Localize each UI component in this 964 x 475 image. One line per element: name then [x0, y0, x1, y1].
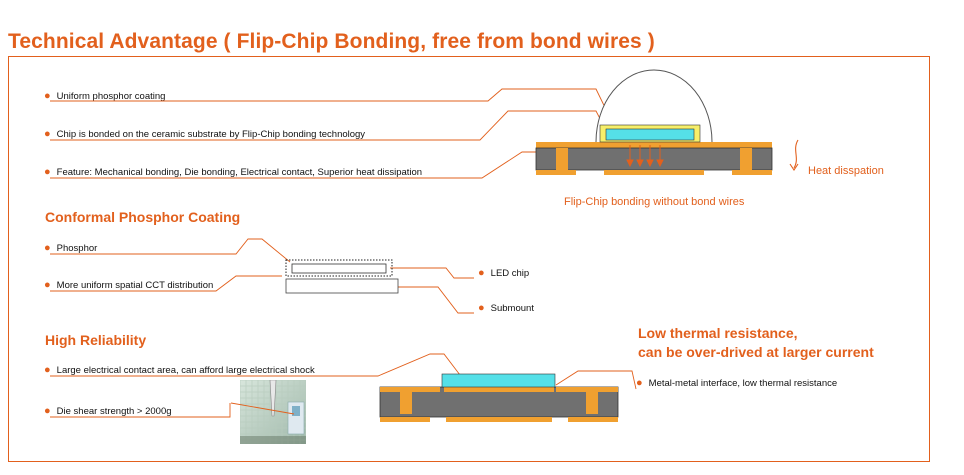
- reliability-package: [379, 373, 619, 422]
- bullet-phosphor: ●Phosphor: [44, 242, 98, 254]
- conformal-chip: [285, 259, 399, 294]
- leader-lines: [50, 88, 637, 418]
- bullet-metal-interface: ●Metal-metal interface, low thermal resi…: [636, 377, 838, 389]
- bullet-icon: ●: [44, 242, 51, 254]
- bullet-icon: ●: [478, 267, 485, 279]
- bullet-die-shear: ●Die shear strength > 2000g: [44, 405, 172, 417]
- bullet-contact-area: ●Large electrical contact area, can affo…: [44, 364, 315, 376]
- heat-dissipation-label: Heat disspation: [808, 165, 884, 177]
- bullet-uniform-phosphor: ●Uniform phosphor coating: [44, 90, 166, 102]
- submount-rect: [285, 278, 399, 294]
- bullet-cct: ●More uniform spatial CCT distribution: [44, 279, 214, 291]
- bullet-flip-chip-bonded: ●Chip is bonded on the ceramic substrate…: [44, 128, 366, 140]
- bullet-icon: ●: [44, 364, 51, 376]
- led-chip-label: ●LED chip: [478, 267, 530, 279]
- heat-arrow-icon: [789, 139, 799, 171]
- bullet-icon: ●: [44, 405, 51, 417]
- bullet-icon: ●: [44, 128, 51, 140]
- led-chip: [605, 128, 695, 141]
- flip-chip-package: [535, 69, 773, 175]
- content-frame: [8, 56, 930, 462]
- flip-chip-caption: Flip-Chip bonding without bond wires: [564, 196, 745, 208]
- bullet-icon: ●: [44, 166, 51, 178]
- top-gold-layer: [536, 142, 772, 150]
- bullet-icon: ●: [478, 302, 485, 314]
- conformal-heading: Conformal Phosphor Coating: [45, 209, 241, 225]
- bullet-icon: ●: [44, 90, 51, 102]
- bullet-icon: ●: [44, 279, 51, 291]
- bullet-icon: ●: [636, 377, 643, 389]
- page-title: Technical Advantage ( Flip-Chip Bonding,…: [8, 30, 655, 53]
- bullet-feature: ●Feature: Mechanical bonding, Die bondin…: [44, 166, 423, 178]
- reliability-heading: High Reliability: [45, 332, 147, 348]
- thermal-heading: Low thermal resistance, can be over-driv…: [638, 325, 874, 360]
- die-shear-photo: [240, 380, 306, 444]
- ceramic-substrate: [535, 147, 773, 171]
- submount-label: ●Submount: [478, 302, 534, 314]
